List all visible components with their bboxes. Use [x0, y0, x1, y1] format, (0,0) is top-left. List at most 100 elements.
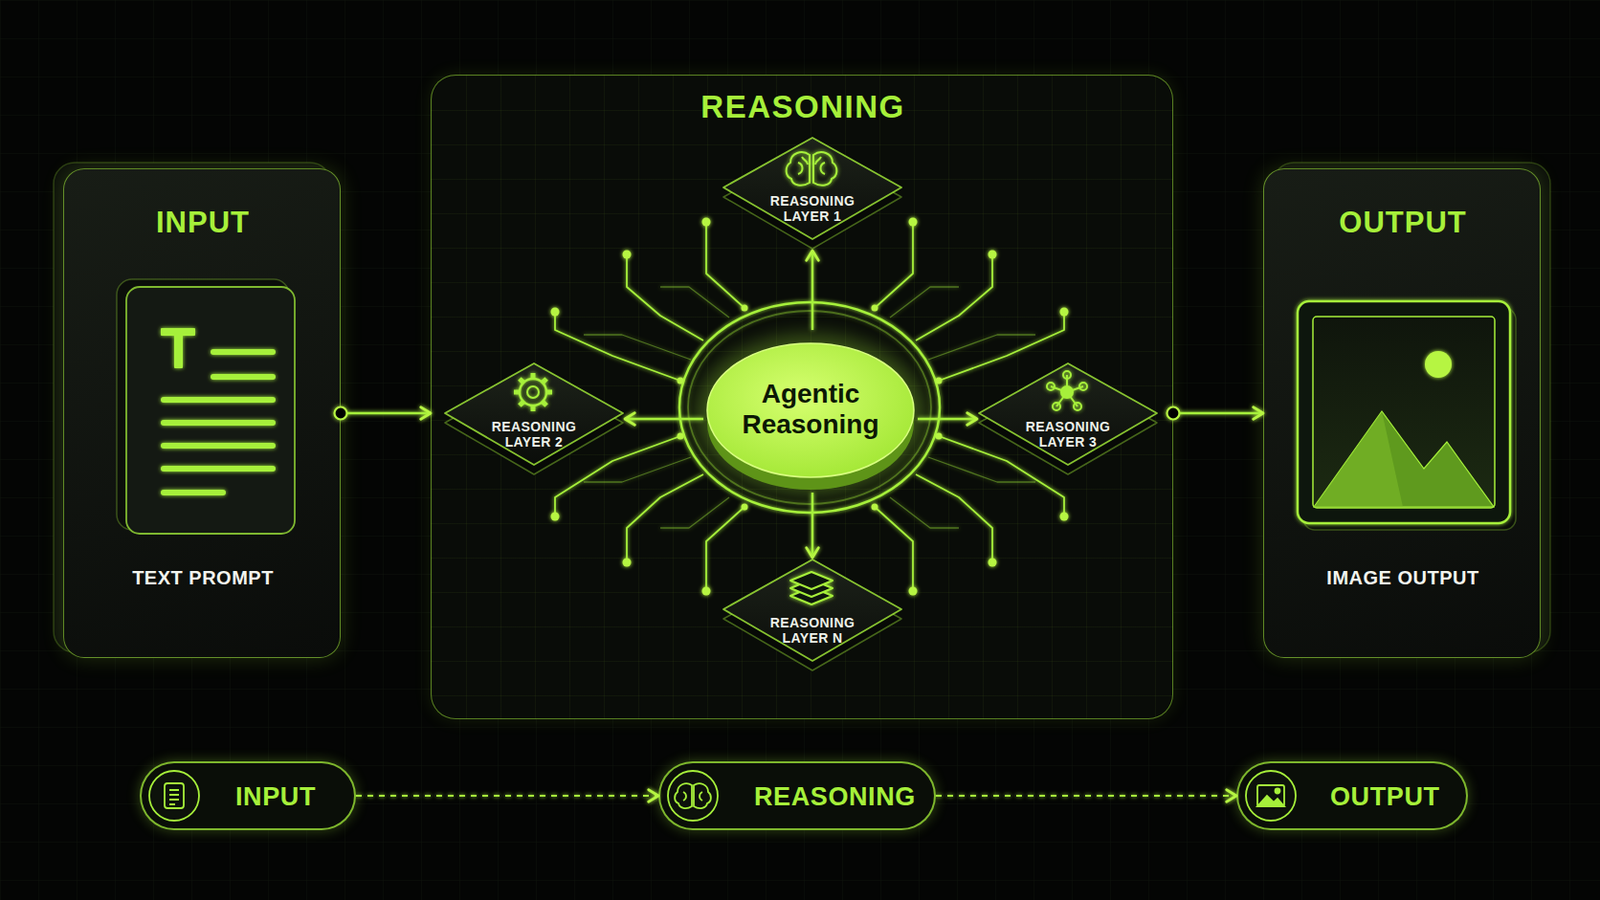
image-icon [1297, 301, 1516, 531]
circuit-traces [555, 222, 1065, 592]
trace [928, 334, 1036, 360]
gear-tooth [531, 405, 536, 412]
trace [915, 474, 993, 563]
reasoning-panel: REASONING REASONING LAYER 1 REASONING LAYE… [430, 74, 1174, 720]
trace [555, 436, 681, 517]
connector-start-dot [334, 407, 348, 421]
trace-dot [988, 250, 998, 260]
stage-pill: INPUT [139, 761, 356, 831]
layer-label: REASONING LAYER N [759, 615, 866, 646]
network-hub [1061, 386, 1073, 399]
doc-lines [169, 790, 179, 805]
panel-heading: REASONING [431, 88, 1175, 126]
layer-sheet [790, 572, 833, 590]
diamond-face [978, 363, 1157, 466]
flow-arrow [811, 492, 815, 558]
output-card: OUTPUT IMAGE OUTPUT [1263, 168, 1541, 659]
image-outline [1257, 785, 1285, 807]
trace-dot [1060, 308, 1069, 317]
trace-dots [551, 218, 1069, 597]
document-back [116, 279, 289, 531]
gear-ring [519, 378, 547, 406]
ring-dot [935, 433, 943, 441]
trace-dot [909, 218, 918, 227]
trace [889, 497, 959, 529]
gear-icon [513, 373, 553, 412]
reasoning-layer-diamond: REASONING LAYER 3 [977, 361, 1159, 477]
gear-tooth [542, 401, 547, 406]
trace [874, 222, 913, 309]
brain-lobe [693, 783, 712, 809]
dashed-flow-arrow [935, 795, 1237, 798]
core-label: Agentic Reasoning [729, 378, 892, 441]
dashed-flow-arrow [355, 795, 659, 798]
network-node [1052, 402, 1061, 411]
trace [626, 474, 704, 563]
layer-label: REASONING LAYER 3 [1015, 419, 1121, 450]
layer-sheet [790, 587, 833, 605]
gear-tooth [546, 390, 553, 396]
trace-dot [551, 308, 560, 317]
trace [938, 311, 1065, 381]
trace [915, 254, 993, 341]
icon-circle [667, 771, 718, 822]
document-sheet [126, 287, 295, 534]
reasoning-layer-diamond: REASONING LAYER N [721, 557, 904, 673]
image-sun [1275, 789, 1281, 795]
gear-tooth [519, 401, 524, 406]
image-mountain [1257, 796, 1285, 807]
layer-label: REASONING LAYER 1 [759, 193, 866, 224]
text-line [210, 374, 276, 380]
ring-dot [871, 305, 879, 312]
picture-frame [1297, 301, 1511, 524]
frame-back [1303, 308, 1516, 531]
disc-face [707, 343, 914, 478]
doc-outline [164, 783, 184, 809]
brain-folds [683, 792, 703, 801]
trace [874, 507, 913, 592]
card-heading: OUTPUT [1264, 205, 1542, 241]
trace [706, 507, 745, 592]
reasoning-layer-diamond: REASONING LAYER 2 [443, 361, 625, 477]
brain-lobe [813, 152, 837, 186]
brain-lobe [786, 152, 810, 186]
mountain-light [1313, 411, 1403, 508]
flow-arrow [917, 418, 978, 422]
gear-tooth [531, 373, 536, 379]
stage-pill: REASONING [658, 761, 936, 831]
connector-start-dot [1167, 407, 1180, 421]
ring-dot [741, 305, 749, 312]
diamond-face [723, 137, 902, 240]
ring-dot [677, 377, 685, 385]
icon-circle [1245, 771, 1296, 822]
icon-circle [149, 771, 200, 822]
document-icon [116, 279, 295, 534]
trace-dot [1060, 512, 1069, 522]
brain-lobe [674, 783, 692, 809]
trace [583, 457, 691, 483]
network-link [1050, 386, 1067, 393]
gear-tooth [542, 378, 547, 383]
brain-icon [786, 152, 838, 186]
pill-brain-icon [667, 771, 718, 822]
trace [555, 311, 681, 381]
card-caption: IMAGE OUTPUT [1264, 567, 1542, 590]
network-icon [1046, 371, 1088, 411]
diamond-face [444, 363, 623, 466]
trace-dot [551, 512, 560, 522]
trace-dot [988, 558, 998, 568]
diamond-face [723, 559, 902, 662]
layer-sheet [790, 579, 833, 598]
pill-image-icon [1245, 771, 1296, 822]
network-link [1056, 392, 1067, 407]
core-ring [679, 302, 940, 513]
trace [583, 334, 691, 360]
disc-glow [695, 333, 926, 495]
pill-document-icon [149, 771, 200, 822]
flow-arrow [340, 412, 431, 416]
input-card: INPUTTEXT PROMPT [63, 168, 341, 659]
network-node [1063, 371, 1071, 379]
sun [1424, 351, 1452, 378]
text-glyph-bar [160, 328, 196, 336]
